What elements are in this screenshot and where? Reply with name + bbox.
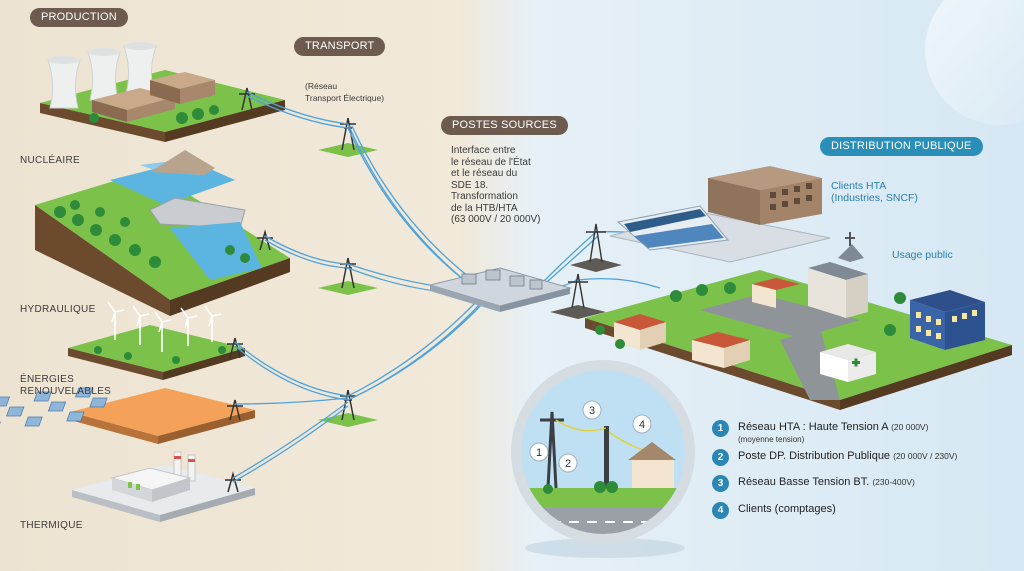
transport-pill: TRANSPORT [294, 37, 386, 56]
callout-4: 4 [639, 419, 645, 431]
legend-text: Clients (comptages) [738, 503, 836, 515]
nuclear-plant [40, 42, 285, 142]
legend-number: 3 [712, 475, 729, 492]
production-pill: PRODUCTION [30, 8, 128, 27]
legend-small: (230-400V) [872, 477, 915, 487]
legend-main: Clients (comptages) [738, 503, 836, 515]
postes-desc-line: le réseau de l'État [451, 156, 531, 168]
legend-small: (20 000V) [891, 422, 929, 432]
legend-small: (20 000V / 230V) [893, 451, 958, 461]
callout-3: 3 [589, 405, 595, 417]
sky-glow [925, 0, 1024, 125]
postes-desc-line: Interface entre [451, 145, 516, 156]
clients-hta-label: Clients HTA (Industries, SNCF) [831, 180, 918, 204]
callout-2: 2 [565, 458, 571, 470]
legend-main: Réseau HTA : Haute Tension A [738, 421, 889, 433]
label-nucleaire: NUCLÉAIRE [20, 155, 80, 166]
substation [428, 267, 572, 312]
legend-number: 4 [712, 502, 729, 519]
distribution-pylons [550, 223, 622, 319]
town [585, 232, 1012, 410]
legend-main: Poste DP. Distribution Publique [738, 450, 891, 462]
legend-number: 2 [712, 449, 729, 466]
legend-sub: (moyenne tension) [738, 435, 805, 444]
hydro-dam [35, 150, 290, 316]
usage-public-label: Usage public [892, 249, 953, 261]
transport-note-line-1: (Réseau [305, 81, 338, 91]
distribution-pill: DISTRIBUTION PUBLIQUE [820, 137, 983, 156]
postes-sources-pill: POSTES SOURCES [441, 116, 568, 135]
legend-text: Réseau HTA : Haute Tension A (20 000V) [738, 421, 928, 433]
legend-text: Poste DP. Distribution Publique (20 000V… [738, 450, 957, 462]
postes-desc-line: de la HTB/HTA [451, 202, 518, 214]
legend-text: Réseau Basse Tension BT. (230-400V) [738, 476, 915, 488]
thermal-plant [72, 451, 255, 522]
label-thermique: THERMIQUE [20, 520, 83, 531]
wind-farm [68, 301, 245, 380]
postes-description: Interface entre le réseau de l'État et l… [451, 145, 541, 226]
label-renouvelables-line-1: ÉNERGIES [20, 374, 75, 385]
postes-desc-line: et le réseau du [451, 168, 518, 179]
legend-main: Réseau Basse Tension BT. [738, 476, 870, 488]
transport-note: (Réseau Transport Électrique) [305, 80, 384, 104]
legend-number: 1 [712, 420, 729, 437]
transport-pylons [225, 87, 378, 493]
callout-markers: 1 2 3 4 [529, 400, 652, 473]
industry-sncf [609, 166, 831, 263]
label-hydraulique: HYDRAULIQUE [20, 304, 96, 315]
postes-desc-line: Transformation [451, 191, 518, 202]
postes-desc-line: SDE 18. [451, 179, 489, 191]
callout-1: 1 [536, 447, 542, 459]
label-renouvelables: ÉNERGIES RENOUVELABLES [20, 374, 111, 398]
label-renouvelables-line-2: RENOUVELABLES [20, 386, 112, 397]
clients-hta-line-1: Clients HTA [831, 180, 887, 192]
transport-note-line-2: Transport Électrique) [305, 93, 385, 103]
postes-desc-line: (63 000V / 20 000V) [451, 214, 541, 225]
clients-hta-line-2: (Industries, SNCF) [831, 192, 918, 204]
